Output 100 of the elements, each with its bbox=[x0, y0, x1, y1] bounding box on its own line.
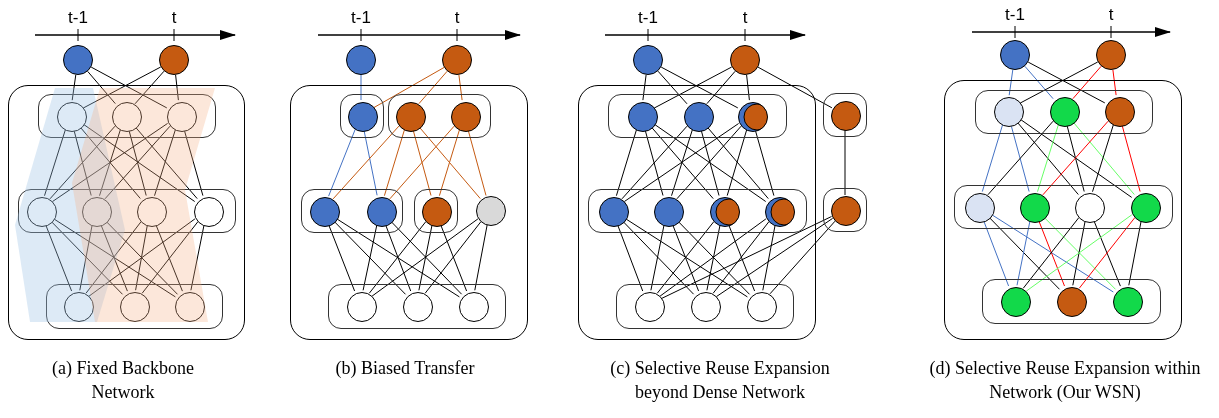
connection-line bbox=[135, 224, 148, 291]
neuron-circle bbox=[633, 45, 663, 75]
neuron-circle bbox=[691, 292, 721, 322]
connection-line bbox=[1016, 121, 1079, 195]
connection-line bbox=[424, 221, 482, 294]
layer-box bbox=[982, 279, 1161, 324]
neuron-circle bbox=[1096, 40, 1126, 70]
connection-line bbox=[333, 220, 406, 295]
connection-line bbox=[79, 224, 93, 291]
layer-box bbox=[608, 94, 787, 138]
connection-line bbox=[71, 74, 77, 101]
connection-line bbox=[623, 123, 740, 202]
connection-line bbox=[73, 129, 92, 196]
connection-line bbox=[467, 129, 487, 196]
network-box bbox=[290, 85, 528, 340]
connection-line bbox=[190, 224, 205, 291]
neuron-circle bbox=[765, 197, 795, 227]
connection-line bbox=[474, 224, 488, 291]
neuron-circle bbox=[346, 45, 376, 75]
connection-line bbox=[105, 220, 178, 295]
panel-caption: (d) Selective Reuse Expansion within Network (Our WSN) bbox=[928, 357, 1202, 404]
connection-line bbox=[104, 125, 171, 200]
connection-line bbox=[987, 120, 1054, 196]
neuron-circle bbox=[175, 292, 205, 322]
neuron-circle bbox=[1105, 97, 1135, 127]
neuron-circle bbox=[167, 102, 197, 132]
connection-line bbox=[371, 218, 479, 297]
neuron-circle bbox=[476, 196, 506, 226]
layer-box bbox=[616, 284, 794, 329]
connection-line bbox=[656, 221, 715, 294]
connection-line bbox=[362, 224, 378, 291]
connection-line bbox=[644, 129, 664, 196]
connection-line bbox=[1010, 124, 1030, 192]
connection-line bbox=[88, 218, 196, 297]
connection-line bbox=[458, 74, 463, 101]
tick-label: t bbox=[742, 8, 748, 28]
connection-line bbox=[1072, 121, 1135, 195]
connection-line bbox=[412, 129, 432, 196]
layer-box bbox=[975, 90, 1153, 134]
connection-line bbox=[87, 70, 116, 105]
connection-line bbox=[1022, 217, 1080, 289]
connection-line bbox=[82, 66, 162, 109]
connection-line bbox=[757, 66, 833, 109]
tick-label: t-1 bbox=[1005, 5, 1025, 25]
neuron-circle bbox=[1050, 97, 1080, 127]
connection-line bbox=[1121, 124, 1141, 192]
tick-label: t-1 bbox=[68, 8, 88, 28]
connection-line bbox=[85, 221, 142, 294]
connection-line bbox=[1072, 220, 1086, 286]
layer-box bbox=[588, 189, 807, 233]
neuron-circle bbox=[137, 197, 167, 227]
neuron-circle bbox=[403, 292, 433, 322]
connection-line bbox=[418, 224, 433, 291]
connection-line bbox=[50, 220, 123, 295]
neuron-circle bbox=[965, 193, 995, 223]
panel-caption: (c) Selective Reuse Expansion beyond Dense Network bbox=[609, 357, 831, 404]
connection-line bbox=[844, 129, 846, 196]
neuron-circle bbox=[684, 102, 714, 132]
neuron-circle bbox=[1057, 287, 1087, 317]
neuron-circle bbox=[1000, 40, 1030, 70]
layer-box bbox=[38, 94, 216, 138]
network-box bbox=[578, 85, 816, 340]
connection-line bbox=[1078, 217, 1136, 289]
neuron-circle bbox=[831, 101, 861, 131]
neuron-circle bbox=[63, 45, 93, 75]
layer-box bbox=[340, 94, 384, 138]
neuron-circle bbox=[194, 197, 224, 227]
neuron-circle bbox=[1075, 193, 1105, 223]
connection-line bbox=[1043, 216, 1116, 290]
layer-box bbox=[954, 185, 1173, 229]
connection-line bbox=[90, 66, 168, 109]
neuron-circle bbox=[348, 102, 378, 132]
neuron-circle bbox=[831, 196, 861, 226]
neuron-circle bbox=[747, 292, 777, 322]
connection-line bbox=[706, 224, 721, 291]
connection-line bbox=[1042, 120, 1109, 196]
connection-line bbox=[389, 125, 455, 200]
tick-label: t bbox=[454, 8, 460, 28]
neuron-circle bbox=[1113, 287, 1143, 317]
neuron-circle bbox=[1001, 287, 1031, 317]
panel-caption: (a) Fixed Backbone Network bbox=[51, 357, 195, 404]
connection-line bbox=[700, 129, 720, 196]
connection-line bbox=[659, 218, 767, 297]
layer-box bbox=[823, 188, 867, 232]
tick-label: t-1 bbox=[351, 8, 371, 28]
neuron-circle bbox=[57, 102, 87, 132]
connection-line bbox=[1128, 220, 1142, 286]
connection-line bbox=[642, 74, 647, 101]
neuron-circle bbox=[459, 292, 489, 322]
connection-line bbox=[368, 221, 427, 294]
connection-line bbox=[49, 125, 116, 200]
neuron-circle bbox=[730, 45, 760, 75]
neuron-circle bbox=[347, 292, 377, 322]
neuron-circle bbox=[310, 197, 340, 227]
neuron-circle bbox=[112, 102, 142, 132]
connection-line bbox=[175, 74, 179, 101]
neuron-circle bbox=[710, 197, 740, 227]
connection-line bbox=[128, 129, 147, 196]
connection-line bbox=[715, 217, 834, 298]
neuron-circle bbox=[82, 197, 112, 227]
